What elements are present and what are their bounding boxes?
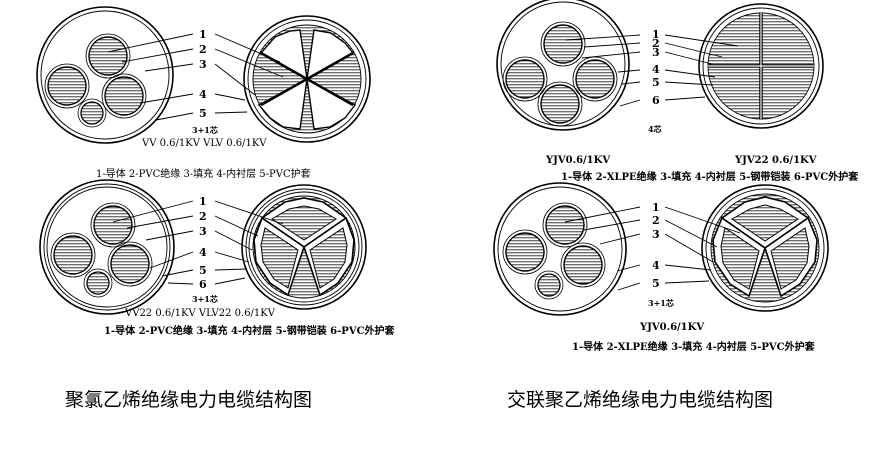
panel-c-label-2: 2 bbox=[652, 37, 660, 50]
panel-a-label-4: 4 bbox=[199, 88, 207, 101]
panel-c-diagram bbox=[496, 0, 824, 131]
panel-c-core-label: 4芯 bbox=[648, 124, 662, 134]
panel-d-round-section bbox=[493, 182, 627, 316]
panel-b-diagram bbox=[39, 179, 367, 315]
panel-c-model-left: YJV0.6/1KV bbox=[546, 155, 611, 166]
panel-c-round-section bbox=[496, 0, 630, 131]
panel-d-leader-lines bbox=[564, 206, 741, 291]
panel-a-label-1: 1 bbox=[199, 28, 207, 41]
panel-d-sector-section bbox=[701, 184, 829, 312]
panel-d-label-3: 3 bbox=[652, 228, 660, 241]
panel-a-leader-lines bbox=[107, 33, 284, 121]
panel-d-legend: 1-导体 2-XLPE绝缘 3-填充 4-内衬层 5-PVC外护套 bbox=[572, 342, 815, 353]
panel-b-sector-section bbox=[241, 184, 367, 310]
panel-b-model: VV22 0.6/1KV VLV22 0.6/1KV bbox=[125, 308, 275, 319]
panel-a-model: VV 0.6/1KV VLV 0.6/1KV bbox=[142, 138, 267, 149]
panel-a-legend: 1-导体 2-PVC绝缘 3-填充 4-内衬层 5-PVC护套 bbox=[96, 169, 311, 180]
panel-c-model-right: YJV22 0.6/1KV bbox=[735, 155, 817, 166]
panel-d-diagram bbox=[493, 182, 829, 316]
panel-b-label-4: 4 bbox=[199, 246, 207, 259]
panel-b-label-6: 6 bbox=[199, 278, 207, 291]
panel-a-sector-section bbox=[243, 15, 371, 143]
panel-a-label-5: 5 bbox=[199, 107, 207, 120]
panel-c-label-5: 5 bbox=[652, 76, 660, 89]
panel-b-round-section bbox=[39, 179, 175, 315]
panel-d-model: YJV0.6/1KV bbox=[640, 322, 705, 333]
caption-left: 聚氯乙烯绝缘电力电缆结构图 bbox=[65, 389, 313, 411]
panel-b-legend: 1-导体 2-PVC绝缘 3-填充 4-内衬层 5-钢带铠装 6-PVC外护套 bbox=[104, 326, 395, 337]
panel-c-label-3: 3 bbox=[652, 46, 660, 59]
panel-a-label-3: 3 bbox=[199, 58, 207, 71]
panel-b-label-3: 3 bbox=[199, 225, 207, 238]
panel-c-sector-section bbox=[698, 3, 824, 129]
panel-d-label-4: 4 bbox=[652, 259, 660, 272]
panel-b-label-5: 5 bbox=[199, 264, 207, 277]
panel-a-label-2: 2 bbox=[199, 43, 207, 56]
panel-d-core-label: 3+1芯 bbox=[648, 298, 674, 308]
panel-b-leader-lines bbox=[112, 200, 284, 285]
panel-a-round-section bbox=[36, 6, 174, 144]
panel-c-legend: 1-导体 2-XLPE绝缘 3-填充 4-内衬层 5-钢带铠装 6-PVC外护套 bbox=[561, 172, 859, 183]
panel-d-label-1: 1 bbox=[652, 201, 660, 214]
panel-c-label-6: 6 bbox=[652, 94, 660, 107]
panel-d-label-5: 5 bbox=[652, 277, 660, 290]
panel-d-label-2: 2 bbox=[652, 214, 660, 227]
panel-b-core-label: 3+1芯 bbox=[192, 294, 218, 304]
panel-b-label-1: 1 bbox=[199, 195, 207, 208]
panel-c-label-1: 1 bbox=[652, 28, 660, 41]
panel-a-diagram bbox=[36, 6, 371, 144]
caption-right: 交联聚乙烯绝缘电力电缆结构图 bbox=[507, 389, 774, 411]
panel-c-leader-lines bbox=[565, 34, 739, 107]
panel-c-label-4: 4 bbox=[652, 63, 660, 76]
panel-b-label-2: 2 bbox=[199, 210, 207, 223]
panel-a-core-label: 3+1芯 bbox=[192, 125, 218, 135]
